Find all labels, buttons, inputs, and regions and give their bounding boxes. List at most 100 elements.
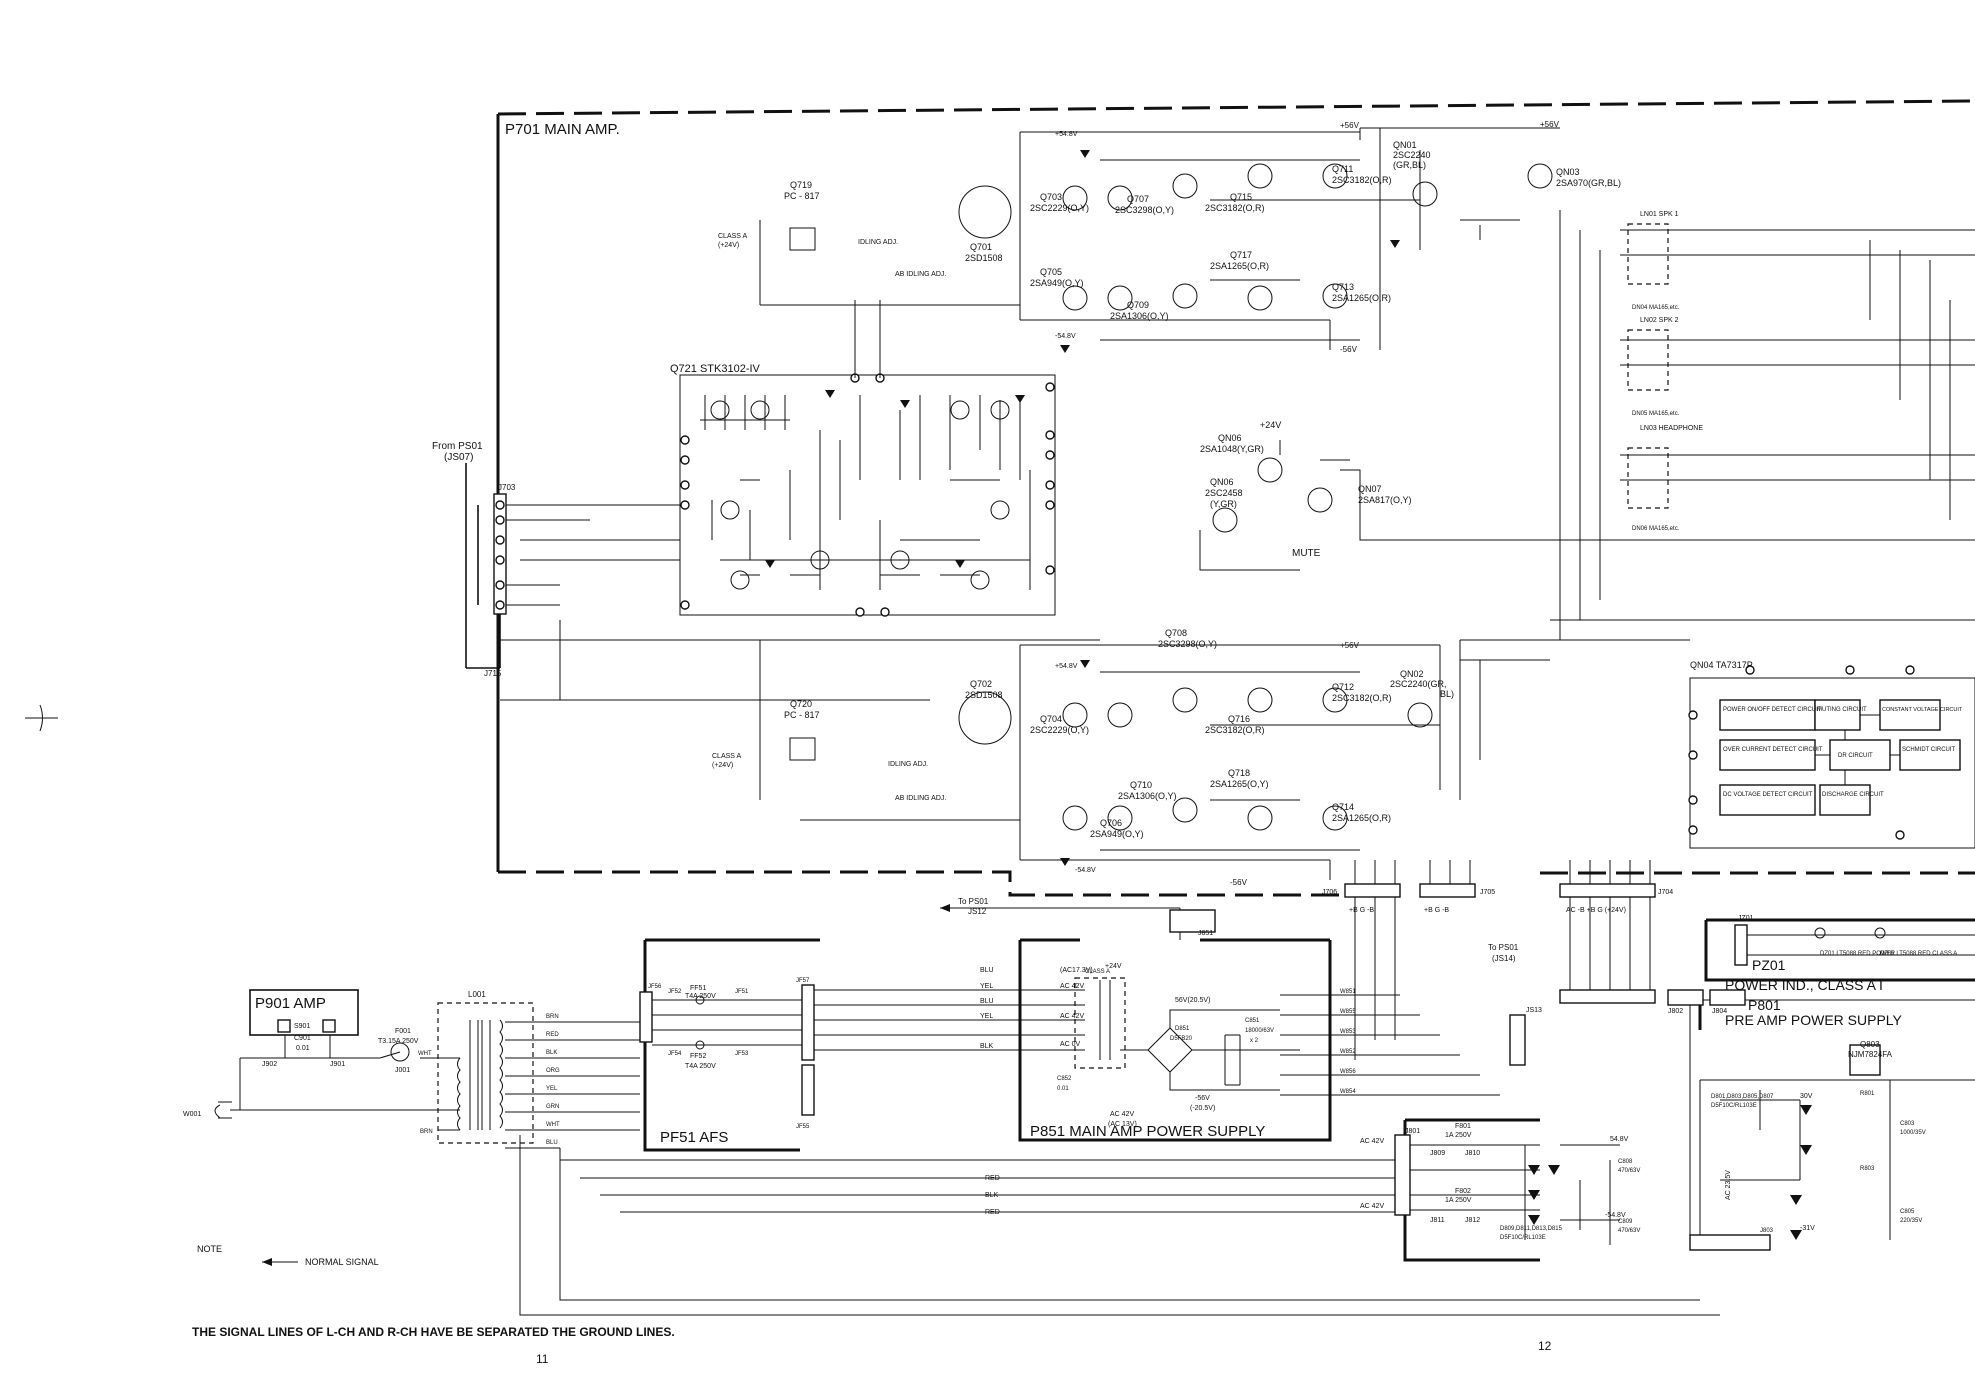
dz01-label: DZ01 LT5088 RED POWER bbox=[1820, 951, 1896, 957]
c852-val: 0.01 bbox=[1057, 1086, 1069, 1092]
j703-connector bbox=[493, 493, 507, 615]
q720-type: PC - 817 bbox=[784, 710, 820, 720]
j810-label: J810 bbox=[1465, 1150, 1480, 1157]
class-a-upper: CLASS A bbox=[718, 233, 748, 240]
q715-type: 2SC3182(O,R) bbox=[1205, 203, 1265, 213]
class-a-851: CLASS A bbox=[1085, 969, 1110, 975]
js12-label: JS12 bbox=[968, 907, 987, 916]
q704-type: 2SC2229(O,Y) bbox=[1030, 725, 1089, 735]
dn06-label: DN06 MA165,etc. bbox=[1632, 526, 1680, 532]
w856-label: W856 bbox=[1340, 1069, 1356, 1075]
q717-type: 2SA1265(O,R) bbox=[1210, 261, 1269, 271]
p851-block bbox=[814, 938, 1500, 1142]
jf52-label: JF52 bbox=[668, 989, 682, 995]
blk-wire-1: BLK bbox=[980, 1043, 994, 1050]
mute-p24v: +24V bbox=[1260, 420, 1281, 430]
sec-wire-3: BLK bbox=[546, 1050, 557, 1056]
sec-wire-2: RED bbox=[546, 1032, 559, 1038]
w852-label: W852 bbox=[1340, 1049, 1356, 1055]
qn04-block-4: OVER CURRENT DETECT CIRCUIT bbox=[1723, 747, 1823, 753]
lower-output-stage bbox=[759, 640, 1550, 880]
w853-label: W853 bbox=[1340, 1029, 1356, 1035]
q707-type: 2SC3298(O,Y) bbox=[1115, 205, 1174, 215]
j802-label: J802 bbox=[1668, 1008, 1683, 1015]
p801-ac23: AC 23.5V bbox=[1725, 1170, 1732, 1200]
qn04-block-5: DR CIRCUIT bbox=[1838, 753, 1873, 759]
page-number-left: 11 bbox=[536, 1352, 549, 1366]
dn04-label: DN04 MA165,etc. bbox=[1632, 305, 1680, 311]
j804-label: J804 bbox=[1712, 1008, 1727, 1015]
pz01-block bbox=[1704, 918, 1975, 982]
jf55-label: JF55 bbox=[796, 1124, 810, 1130]
yel-wire-1: YEL bbox=[980, 983, 993, 990]
q701-label: Q701 bbox=[970, 242, 992, 252]
qn01-sub: (GR,BL) bbox=[1393, 160, 1426, 170]
jf54-label: JF54 bbox=[668, 1051, 682, 1057]
ff51-label: FF51 bbox=[690, 985, 706, 992]
q711-type: 2SC3182(O,R) bbox=[1332, 175, 1392, 185]
j706-pins: +B G -B bbox=[1349, 907, 1374, 914]
c803-label: C803 bbox=[1900, 1121, 1915, 1127]
j902-label: J902 bbox=[262, 1061, 277, 1068]
c809-label: C809 bbox=[1618, 1219, 1633, 1225]
class-a-lower: CLASS A bbox=[712, 753, 742, 760]
q715-label: Q715 bbox=[1230, 192, 1252, 202]
ab-idling-lower: AB IDLING ADJ. bbox=[895, 795, 946, 802]
q720-label: Q720 bbox=[790, 699, 812, 709]
q718-type: 2SA1265(O,Y) bbox=[1210, 779, 1269, 789]
j803-label: J803 bbox=[1760, 1228, 1774, 1234]
qn07-type: 2SA817(O,Y) bbox=[1358, 495, 1412, 505]
p801-block bbox=[1394, 999, 1975, 1262]
q707-label: Q707 bbox=[1127, 194, 1149, 204]
vm56b-851: (-20.5V) bbox=[1190, 1105, 1215, 1112]
lower-p54v: +54.8V bbox=[1055, 663, 1078, 670]
p901-title: P901 AMP bbox=[255, 995, 326, 1012]
j704-label: J704 bbox=[1658, 889, 1673, 896]
ac13v-851: (AC 13V) bbox=[1108, 1121, 1137, 1128]
qn02-sub: BL) bbox=[1440, 689, 1454, 699]
qn04-block-1: POWER ON/OFF DETECT CIRCUIT bbox=[1723, 707, 1822, 713]
p801-diodes2-type: D5F10C/RL103E bbox=[1711, 1103, 1757, 1109]
ln03-label: LN03 HEADPHONE bbox=[1640, 425, 1703, 432]
q803-type: NJM7824FA bbox=[1848, 1050, 1893, 1059]
p801-30v: 30V bbox=[1800, 1093, 1813, 1100]
j705-label: J705 bbox=[1480, 889, 1495, 896]
idling-adj-upper: IDLING ADJ. bbox=[858, 239, 898, 246]
q718-label: Q718 bbox=[1228, 768, 1250, 778]
c808-label: C808 bbox=[1618, 1159, 1633, 1165]
c851-label: C851 bbox=[1245, 1018, 1260, 1024]
qn06a-type: 2SA1048(Y,GR) bbox=[1200, 444, 1264, 454]
l001-label: L001 bbox=[468, 990, 486, 999]
jf51-label: JF51 bbox=[735, 989, 749, 995]
lower-m56v: -56V bbox=[1230, 878, 1248, 887]
q709-label: Q709 bbox=[1127, 300, 1149, 310]
stk3102-ic-block bbox=[679, 373, 1056, 617]
q709-type: 2SA1306(O,Y) bbox=[1110, 311, 1169, 321]
q702-type: 2SD1508 bbox=[965, 690, 1003, 700]
upper-p56v: +56V bbox=[1340, 121, 1360, 130]
main-amp-frame bbox=[496, 99, 1975, 897]
r801-label: R801 bbox=[1860, 1091, 1875, 1097]
ff52-label: FF52 bbox=[690, 1053, 706, 1060]
j811-label: J811 bbox=[1430, 1217, 1445, 1224]
p801-header bbox=[1667, 989, 1746, 1030]
pf51-title: PF51 AFS bbox=[660, 1129, 728, 1146]
p801-desc: PRE AMP POWER SUPPLY bbox=[1725, 1012, 1903, 1028]
j706-label: J706 bbox=[1322, 889, 1337, 896]
jz01-label: JZ01 bbox=[1738, 915, 1754, 922]
q710-type: 2SA1306(O,Y) bbox=[1118, 791, 1177, 801]
sec-wire-6: GRN bbox=[546, 1104, 559, 1110]
ac17-wire: (AC17.3V) bbox=[1060, 967, 1093, 974]
upper-p54v: +54.8V bbox=[1055, 131, 1078, 138]
q716-type: 2SC3182(O,R) bbox=[1205, 725, 1265, 735]
sec-wire-5: YEL bbox=[546, 1086, 558, 1092]
qn04-block-6: SCHMIDT CIRCUIT bbox=[1902, 747, 1956, 753]
pz01-desc: POWER IND., CLASS A I bbox=[1725, 977, 1883, 993]
q704-label: Q704 bbox=[1040, 714, 1062, 724]
qn01-label: QN01 bbox=[1393, 140, 1417, 150]
s901-label: S901 bbox=[294, 1023, 310, 1030]
ac42v-851: AC 42V bbox=[1110, 1111, 1134, 1118]
q719-type: PC - 817 bbox=[784, 191, 820, 201]
c851-x2: x 2 bbox=[1250, 1038, 1259, 1044]
qn06b-sub: (Y,GR) bbox=[1210, 499, 1237, 509]
